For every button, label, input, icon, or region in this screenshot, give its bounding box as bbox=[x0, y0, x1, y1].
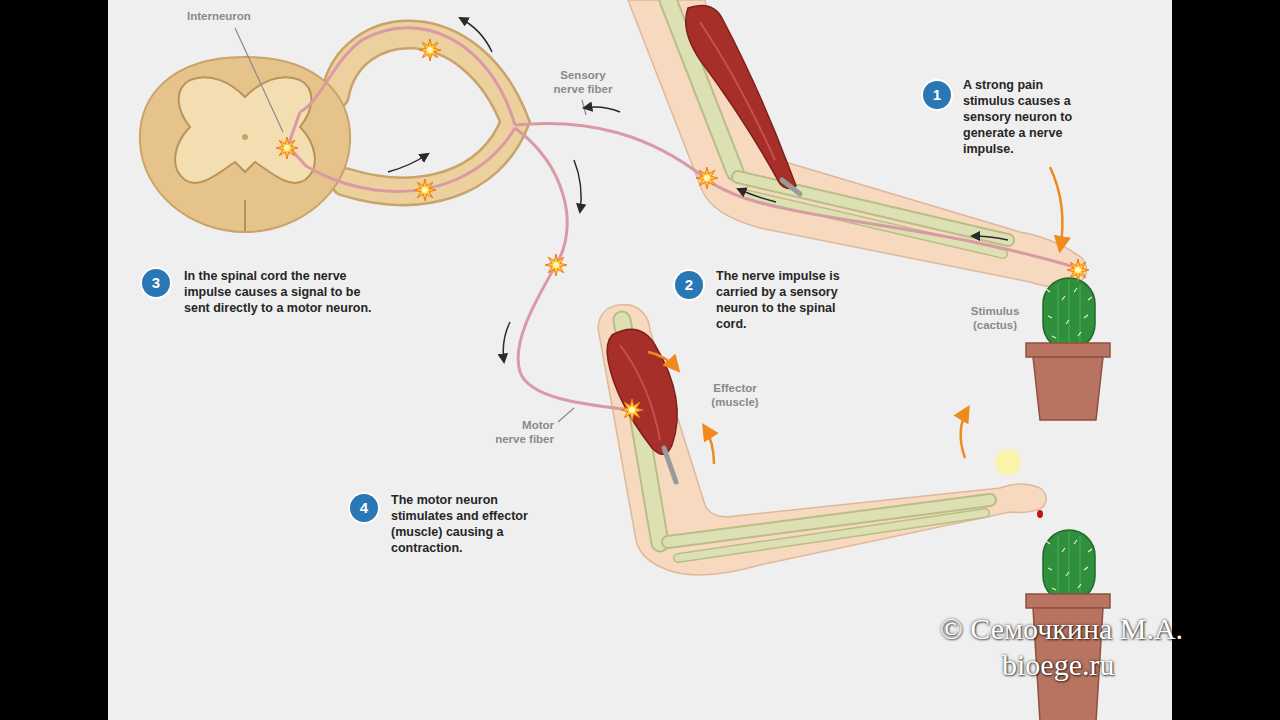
watermark: bioege.ru bbox=[1002, 648, 1262, 682]
forearm-bone bbox=[678, 513, 985, 558]
label-slot: Effector (muscle) bbox=[700, 381, 770, 409]
tendon bbox=[782, 180, 800, 194]
sensory-neuron-fiber bbox=[300, 28, 515, 125]
step-number-circle: 1 bbox=[923, 81, 951, 109]
contracted-biceps bbox=[607, 329, 677, 454]
impulse-arrow bbox=[972, 236, 1008, 240]
label-slot: In the spinal cord the nerve impulse cau… bbox=[184, 268, 379, 316]
grey-matter bbox=[175, 77, 315, 183]
step-description: In the spinal cord the nerve impulse cau… bbox=[184, 268, 379, 316]
cursor-glow bbox=[995, 449, 1021, 475]
callout-number: 2 bbox=[685, 276, 693, 294]
label-slot: Interneuron bbox=[187, 9, 297, 23]
label-slot: Motor nerve fiber bbox=[490, 418, 554, 446]
interneuron bbox=[288, 112, 306, 166]
cactus-ribs bbox=[1058, 532, 1080, 602]
label-slot: Stimulus (cactus) bbox=[955, 304, 1035, 332]
part-label: Sensory nerve fiber bbox=[548, 68, 618, 96]
spinal-cord bbox=[140, 57, 350, 232]
impulse-arrow bbox=[574, 160, 581, 212]
anterior-fissure bbox=[244, 200, 246, 231]
nerve-root-ring-edge bbox=[335, 34, 515, 191]
part-label: Motor nerve fiber bbox=[490, 418, 554, 446]
motor-label-leader bbox=[558, 408, 574, 422]
flower-pot bbox=[1033, 357, 1103, 420]
step-description: The motor neuron stimulates and effector… bbox=[391, 492, 541, 556]
muscle-fiber-highlight bbox=[620, 345, 660, 440]
motor-nerve bbox=[515, 128, 632, 410]
cactus bbox=[1043, 278, 1095, 350]
muscle-fiber-highlight bbox=[700, 22, 775, 160]
central-canal bbox=[242, 134, 248, 140]
impulse-arrow bbox=[388, 154, 428, 172]
label-slot: The motor neuron stimulates and effector… bbox=[391, 492, 541, 556]
label-slot: The nerve impulse is carried by a sensor… bbox=[716, 268, 856, 332]
contraction-arrow bbox=[704, 426, 714, 464]
cactus-spines bbox=[1046, 288, 1092, 338]
step-description: The nerve impulse is carried by a sensor… bbox=[716, 268, 856, 332]
label-slot: Sensory nerve fiber bbox=[548, 68, 618, 96]
flower-pot-rim bbox=[1026, 343, 1110, 357]
step-number-circle: 4 bbox=[350, 494, 378, 522]
contraction-arrow bbox=[648, 352, 678, 370]
stimulus-arrow bbox=[1050, 167, 1062, 250]
blood-drop bbox=[1037, 510, 1043, 518]
impulse-spark bbox=[414, 179, 436, 201]
label-slot: bioege.ru bbox=[1002, 648, 1262, 682]
arm-skin bbox=[598, 305, 1046, 575]
impulse-arrow bbox=[738, 189, 776, 202]
watermark: © Семочкина М.А. bbox=[940, 612, 1270, 646]
callout-number: 4 bbox=[360, 499, 368, 517]
cactus-spines bbox=[1046, 540, 1092, 590]
impulse-spark bbox=[545, 254, 567, 276]
label-slot: A strong pain stimulus causes a sensory … bbox=[963, 77, 1091, 157]
step-number-circle: 3 bbox=[142, 269, 170, 297]
impulse-spark bbox=[696, 167, 718, 189]
part-label: Stimulus (cactus) bbox=[955, 304, 1035, 332]
callout-number: 3 bbox=[152, 274, 160, 292]
biceps-muscle bbox=[686, 6, 796, 189]
impulse-arrow bbox=[503, 322, 510, 362]
arm-skin bbox=[628, 0, 1087, 287]
withdrawal-arrow bbox=[961, 408, 968, 458]
step-number-circle: 2 bbox=[675, 271, 703, 299]
forearm-bone bbox=[678, 513, 985, 558]
impulse-spark bbox=[621, 399, 643, 421]
motor-neuron-fiber-root bbox=[306, 128, 515, 191]
flower-pot-rim bbox=[1026, 594, 1110, 608]
cactus bbox=[1043, 530, 1095, 602]
impulse-spark bbox=[419, 39, 441, 61]
interneuron-leader bbox=[235, 28, 283, 132]
impulse-arrow bbox=[460, 18, 492, 52]
impulse-spark bbox=[1067, 259, 1089, 281]
callout-number: 1 bbox=[933, 86, 941, 104]
nerve-root-ring bbox=[335, 34, 515, 191]
step-description: A strong pain stimulus causes a sensory … bbox=[963, 77, 1091, 157]
cactus-ribs bbox=[1058, 280, 1080, 350]
part-label: Effector (muscle) bbox=[700, 381, 770, 409]
label-slot: © Семочкина М.А. bbox=[940, 612, 1270, 646]
part-label: Interneuron bbox=[187, 9, 297, 23]
impulse-spark bbox=[276, 137, 298, 159]
impulse-arrow bbox=[584, 107, 620, 112]
tendon bbox=[664, 448, 676, 482]
